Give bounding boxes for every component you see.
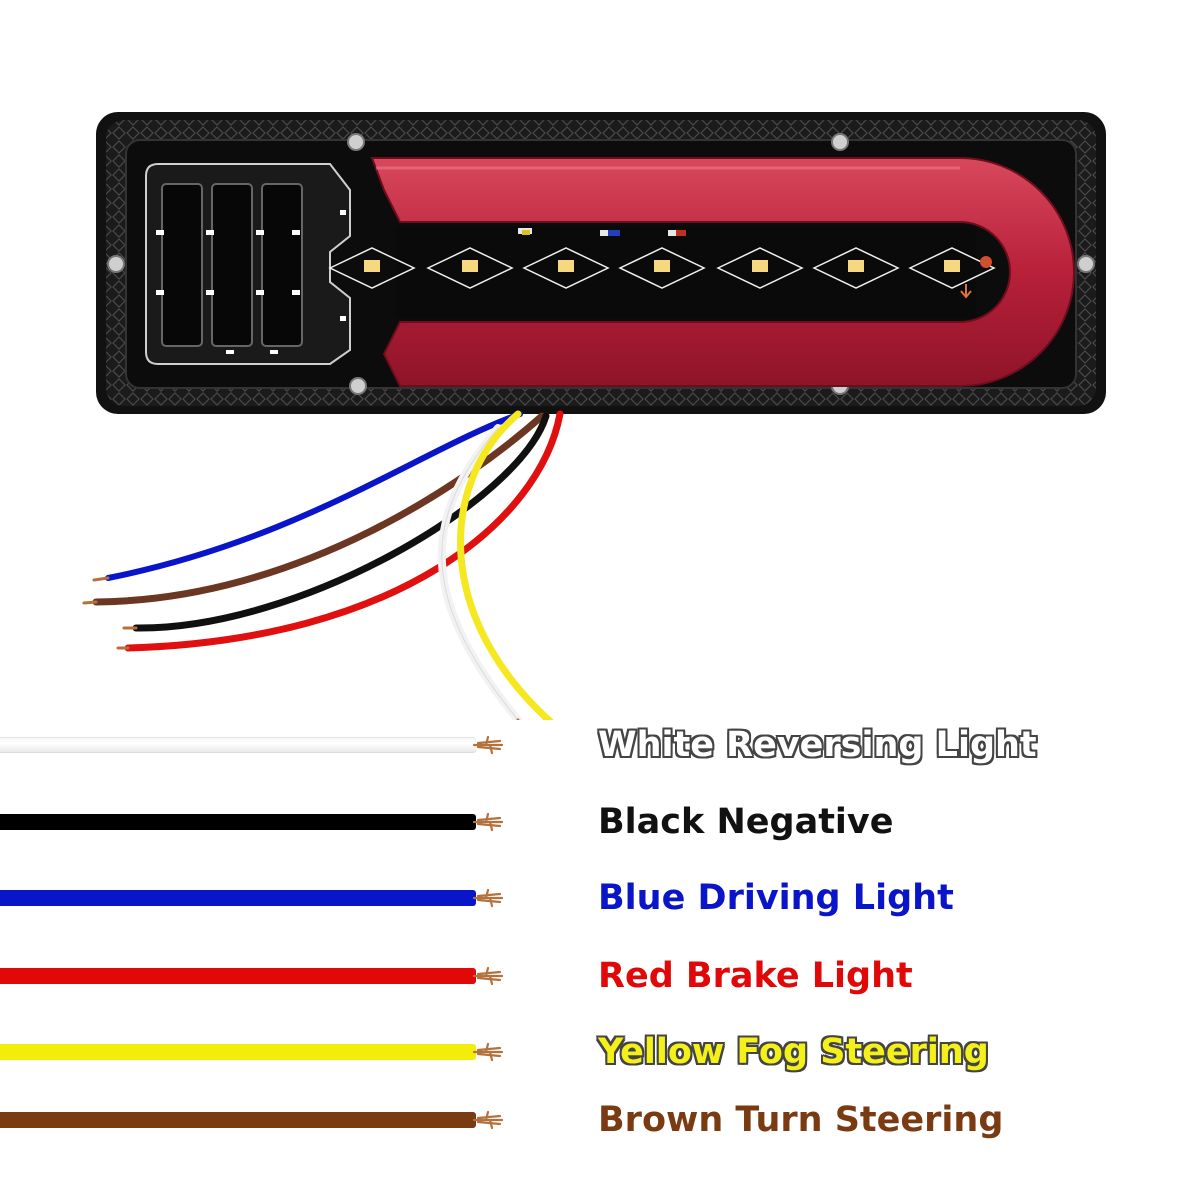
blue-wire-label: Blue Driving Light <box>598 878 954 918</box>
copper-strand-icon <box>472 888 504 908</box>
led-circuit-board <box>328 226 996 318</box>
white-wire-label: White Reversing Light <box>598 725 1037 765</box>
brown-wire-label: Brown Turn Steering <box>598 1100 1004 1140</box>
copper-strand-icon <box>472 966 504 986</box>
red-u-lens <box>370 157 1075 387</box>
red-wire-label: Red Brake Light <box>598 956 913 996</box>
copper-strand-icon <box>472 812 504 832</box>
legend-row-blue: Blue Driving Light <box>0 868 1200 928</box>
black-wire-label: Black Negative <box>598 802 894 842</box>
yellow-wire-label: Yellow Fog Steering <box>598 1032 989 1072</box>
tail-light-illustration <box>82 112 1106 720</box>
legend-row-brown: Brown Turn Steering <box>0 1090 1200 1150</box>
reverse-light-lens <box>145 163 351 365</box>
yellow-wire-sample <box>0 1044 476 1060</box>
brown-wire-sample <box>0 1112 476 1128</box>
legend-row-red: Red Brake Light <box>0 946 1200 1006</box>
blue-wire-sample <box>0 890 476 906</box>
legend-row-white: White Reversing Light <box>0 715 1200 775</box>
copper-strand-icon <box>472 1042 504 1062</box>
copper-strand-icon <box>472 1110 504 1130</box>
legend-row-yellow: Yellow Fog Steering <box>0 1022 1200 1082</box>
black-wire-sample <box>0 814 476 830</box>
white-wire-sample <box>0 737 476 753</box>
red-wire-sample <box>0 968 476 984</box>
wire-bundle <box>92 410 564 720</box>
wire-tips <box>82 576 520 720</box>
legend-row-black: Black Negative <box>0 792 1200 852</box>
copper-strand-icon <box>472 735 504 755</box>
